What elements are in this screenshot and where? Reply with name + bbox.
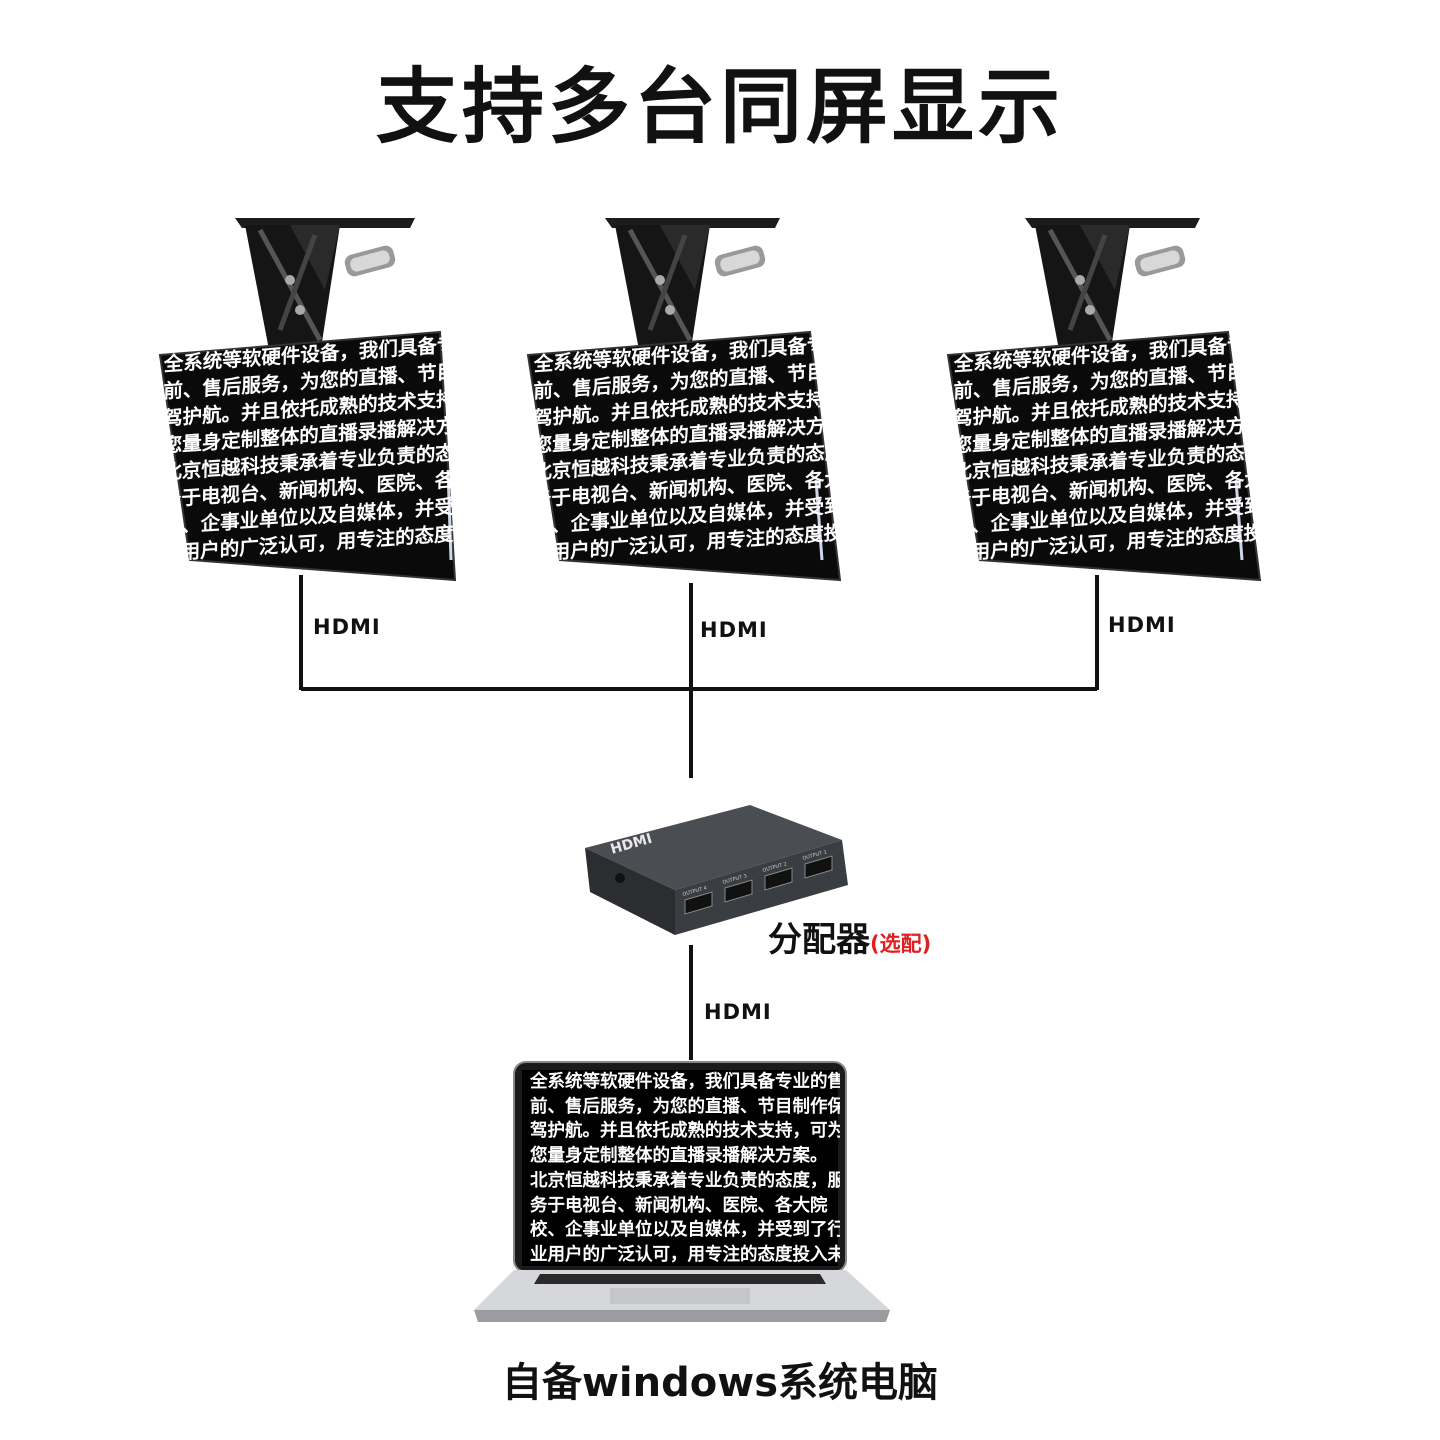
screen-text-center: 全系统等软硬件设备，我们具备专业的售 前、售后服务，为您的直播、节目制作保 驾护…	[531, 327, 885, 567]
screen-line: 您量身定制整体的直播录播解决方案。	[530, 1146, 828, 1167]
screen-text-left: 全系统等软硬件设备，我们具备专业的售 前、售后服务，为您的直播、节目制作保 驾护…	[161, 327, 515, 567]
teleprompter-monitor-center: 全系统等软硬件设备，我们具备专业的售 前、售后服务，为您的直播、节目制作保 驾护…	[520, 210, 885, 590]
ceiling-mount-bracket	[158, 218, 457, 582]
screen-line: 校、企事业单位以及自媒体，并受到了行	[530, 1220, 840, 1241]
teleprompter-monitor-right: 全系统等软硬件设备，我们具备专业的售 前、售后服务，为您的直播、节目制作保 驾护…	[940, 210, 1305, 590]
laptop-screen-text: 全系统等软硬件设备，我们具备专业的售 前、售后服务，为您的直播、节目制作保 驾护…	[530, 1070, 840, 1266]
splitter-label: 分配器(选配)	[768, 912, 931, 961]
screen-line: 务于电视台、新闻机构、医院、各大院	[530, 1195, 828, 1216]
screen-line: 驾护航。并且依托成熟的技术支持，可为	[530, 1121, 840, 1142]
splitter-optional-note: (选配)	[870, 932, 932, 956]
ceiling-mount-bracket	[526, 218, 842, 582]
splitter-label-text: 分配器	[768, 920, 870, 960]
screen-line: 业用户的广泛认可，用专注的态度投入未	[530, 1244, 840, 1265]
screen-line: 北京恒越科技秉承着专业负责的态度，服	[530, 1170, 840, 1191]
teleprompter-monitor-left: 全系统等软硬件设备，我们具备专业的售 前、售后服务，为您的直播、节目制作保 驾护…	[150, 210, 515, 590]
screen-line: 前、售后服务，为您的直播、节目制作保	[530, 1096, 840, 1117]
laptop: 全系统等软硬件设备，我们具备专业的售 前、售后服务，为您的直播、节目制作保 驾护…	[470, 1060, 900, 1335]
hdmi-label-right: HDMI	[1108, 613, 1176, 637]
hdmi-label-laptop: HDMI	[704, 1000, 772, 1024]
cable-lines	[299, 575, 1099, 1060]
hdmi-splitter: OUTPUT 4 OUTPUT 3 OUTPUT 2 OUTPUT 1 HDMI	[580, 800, 860, 940]
hdmi-label-center: HDMI	[700, 618, 768, 642]
ceiling-mount-bracket	[946, 218, 1262, 582]
screen-line: 全系统等软硬件设备，我们具备专业的售	[530, 1072, 840, 1092]
screen-text-right: 全系统等软硬件设备，我们具备专业的售 前、售后服务，为您的直播、节目制作保 驾护…	[951, 327, 1305, 567]
hdmi-label-left: HDMI	[313, 615, 381, 639]
page-title: 支持多台同屏显示	[375, 60, 1064, 155]
laptop-body	[474, 1061, 890, 1322]
laptop-caption: 自备windows系统电脑	[501, 1360, 938, 1406]
splitter-body: OUTPUT 4 OUTPUT 3 OUTPUT 2 OUTPUT 1 HDMI	[585, 805, 848, 935]
